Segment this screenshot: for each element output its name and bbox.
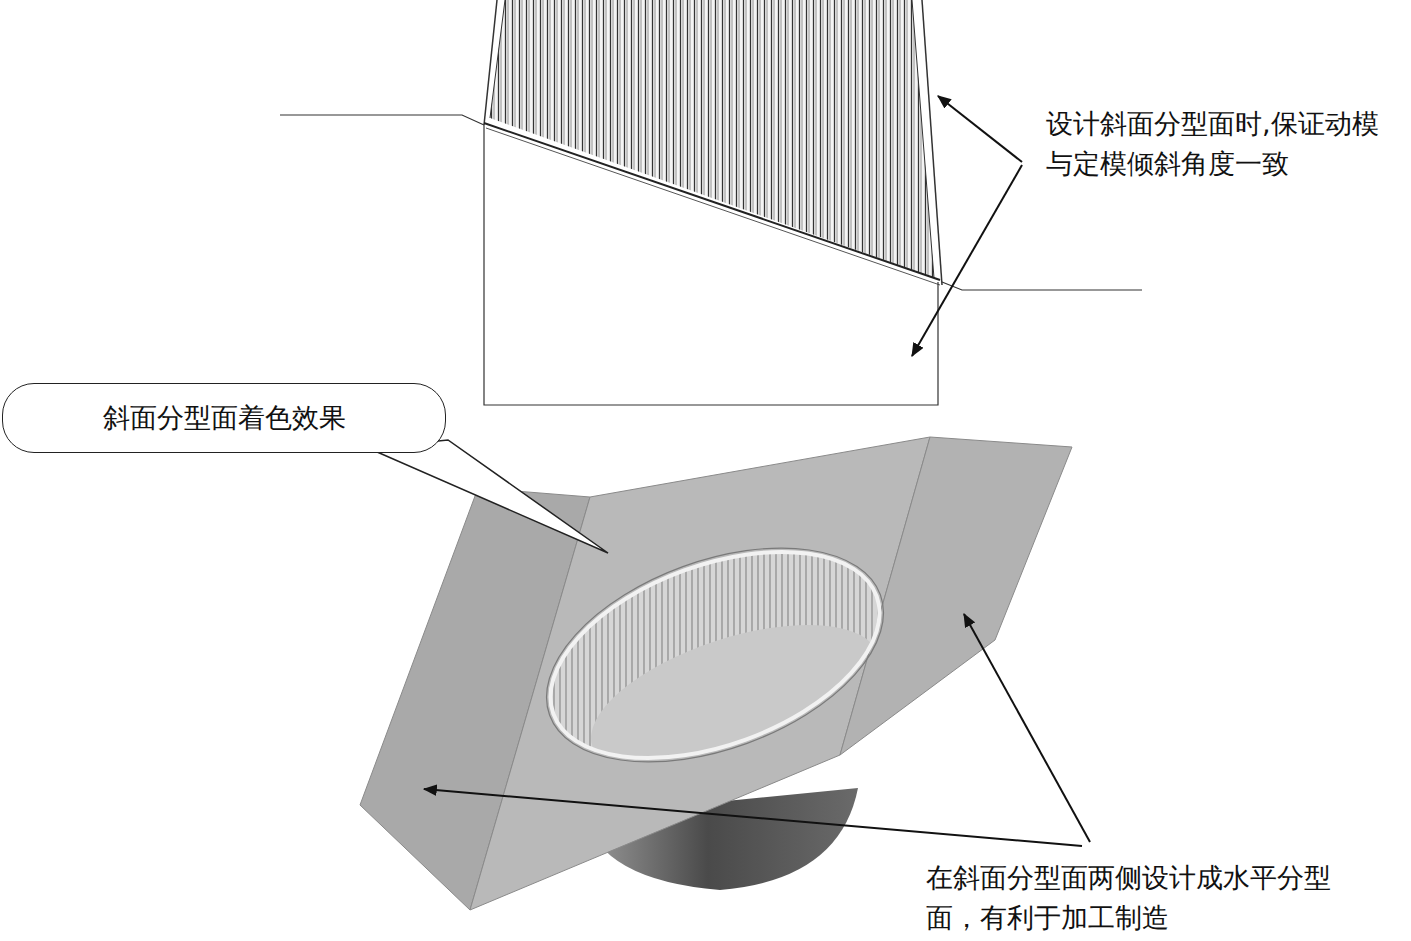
cone-section <box>280 0 1142 405</box>
leader-line <box>964 614 1090 842</box>
parting-surface <box>360 437 1072 910</box>
note-text: 设计斜面分型面时,保证动模与定模倾斜角度一致 <box>1046 104 1398 184</box>
leader-line <box>938 96 1022 162</box>
callout-bubble: 斜面分型面着色效果 <box>2 383 446 453</box>
note-text: 在斜面分型面两侧设计成水平分型面，有利于加工制造 <box>926 858 1338 938</box>
leader-line <box>912 165 1022 356</box>
bubble-tail <box>368 440 608 553</box>
leader-line <box>424 789 1082 846</box>
callout-text: 斜面分型面着色效果 <box>103 400 346 436</box>
